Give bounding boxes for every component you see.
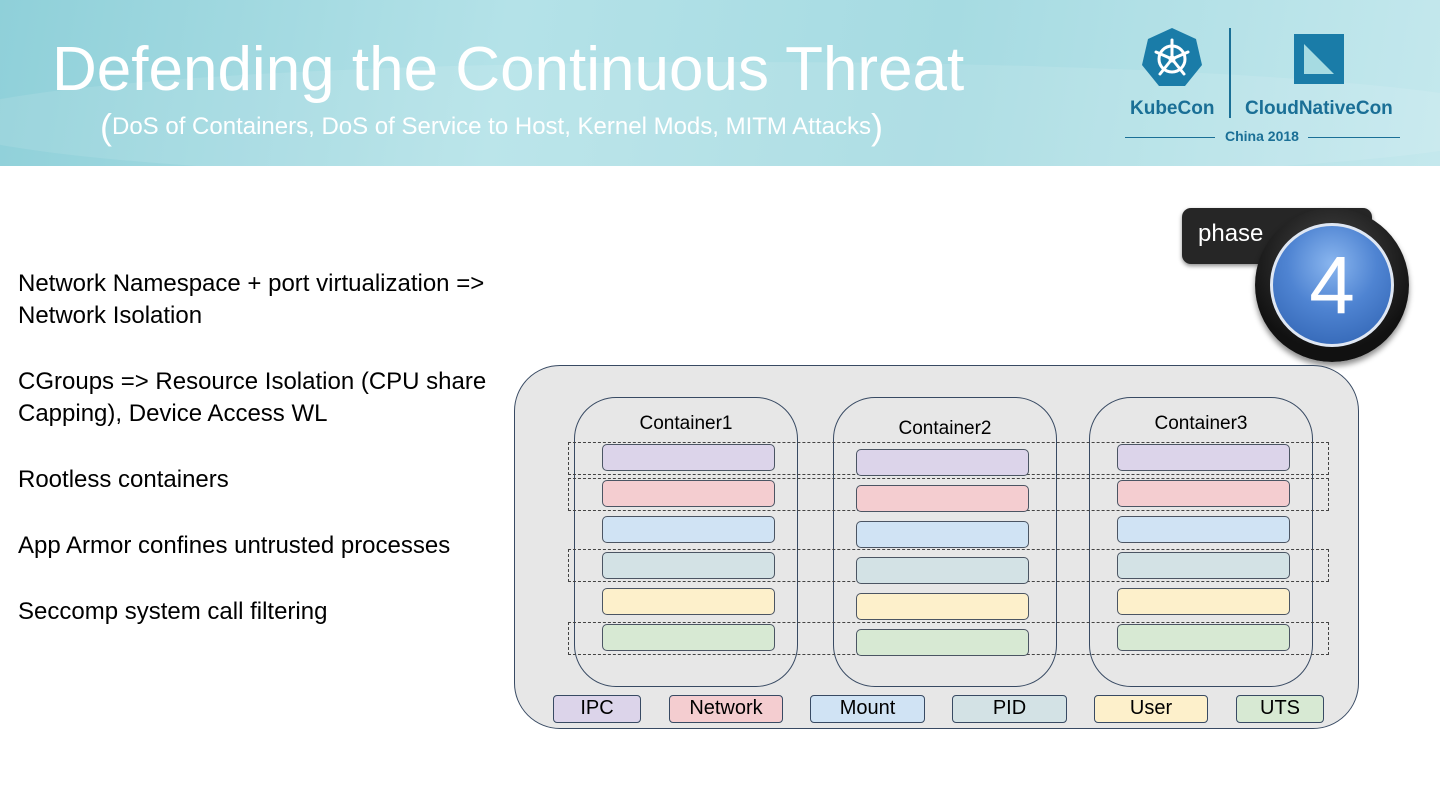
mount-namespace-box xyxy=(1117,516,1290,543)
legend-uts: UTS xyxy=(1236,695,1324,723)
event-label: China 2018 xyxy=(1225,128,1299,144)
network-namespace-box xyxy=(602,480,775,507)
phase-ring: 4 xyxy=(1255,208,1409,362)
uts-namespace-box xyxy=(602,624,775,651)
bullet-item: Network Namespace + port virtualization … xyxy=(18,270,485,329)
cloudnativecon-wordmark: CloudNativeCon xyxy=(1245,98,1393,119)
phase-label: phase xyxy=(1198,220,1264,247)
mount-namespace-box xyxy=(856,521,1029,548)
event-line-left xyxy=(1125,137,1215,138)
bullet-item: Seccomp system call filtering xyxy=(18,598,328,625)
user-namespace-box xyxy=(1117,588,1290,615)
bullet-item: CGroups => Resource Isolation (CPU share… xyxy=(18,368,487,427)
pid-namespace-box xyxy=(856,557,1029,584)
container-title: Container2 xyxy=(898,418,992,439)
event-logos: KubeCon CloudNativeCon China 2018 xyxy=(1120,22,1420,152)
phase-circle: 4 xyxy=(1270,223,1394,347)
legend-user: User xyxy=(1094,695,1208,723)
bullet-list: Network Namespace + port virtualization … xyxy=(18,268,498,662)
bullet-item: App Armor confines untrusted processes xyxy=(18,532,451,559)
container-box: Container1 xyxy=(574,397,798,687)
pid-namespace-box xyxy=(1117,552,1290,579)
header-wave-decoration xyxy=(0,62,1440,166)
ipc-namespace-box xyxy=(1117,444,1290,471)
event-line-right xyxy=(1308,137,1400,138)
subtitle-close-paren: ) xyxy=(870,106,883,147)
slide-subtitle: (DoS of Containers, DoS of Service to Ho… xyxy=(100,106,883,148)
container-box: Container2 xyxy=(833,397,1057,687)
container-box: Container3 xyxy=(1089,397,1313,687)
phase-badge: phase 4 xyxy=(1180,205,1412,365)
mount-namespace-box xyxy=(602,516,775,543)
container-title: Container1 xyxy=(639,413,733,434)
container-title: Container3 xyxy=(1154,413,1248,434)
uts-namespace-box xyxy=(1117,624,1290,651)
bullet-item: Rootless containers xyxy=(18,466,229,493)
subtitle-text: DoS of Containers, DoS of Service to Hos… xyxy=(112,113,871,140)
phase-number: 4 xyxy=(1309,240,1355,331)
pid-namespace-box xyxy=(602,552,775,579)
ipc-namespace-box xyxy=(602,444,775,471)
cncf-icon xyxy=(1294,34,1344,84)
logo-divider xyxy=(1229,28,1231,118)
slide-header: Defending the Continuous Threat (DoS of … xyxy=(0,0,1440,166)
subtitle-open-paren: ( xyxy=(100,106,112,147)
user-namespace-box xyxy=(856,593,1029,620)
uts-namespace-box xyxy=(856,629,1029,656)
kubernetes-helm-icon xyxy=(1142,28,1202,86)
slide-title: Defending the Continuous Threat xyxy=(52,35,965,104)
ipc-namespace-box xyxy=(856,449,1029,476)
legend-network: Network xyxy=(669,695,783,723)
kubecon-wordmark: KubeCon xyxy=(1130,98,1215,119)
user-namespace-box xyxy=(602,588,775,615)
network-namespace-box xyxy=(856,485,1029,512)
legend-mount: Mount xyxy=(810,695,925,723)
network-namespace-box xyxy=(1117,480,1290,507)
legend-pid: PID xyxy=(952,695,1067,723)
legend-ipc: IPC xyxy=(553,695,641,723)
